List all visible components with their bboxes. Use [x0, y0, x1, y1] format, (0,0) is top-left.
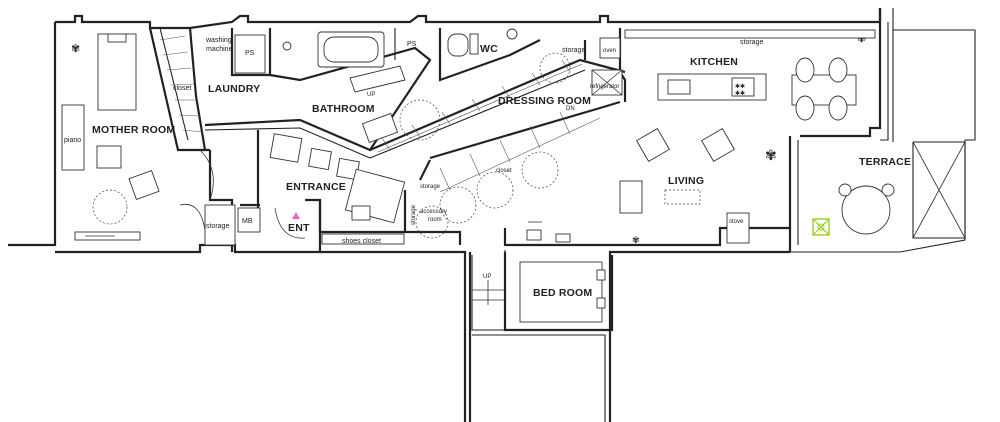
label-storage-top: storage: [740, 39, 763, 46]
svg-text:✾: ✾: [765, 147, 777, 163]
label-ps-right: PS: [407, 41, 417, 48]
label-up-stair: UP: [483, 274, 491, 280]
label-shoes-closet: shoes closet: [342, 238, 381, 245]
label-refrigerator: refrigerator: [590, 84, 619, 90]
label-closet-dressing: closet: [496, 168, 512, 174]
svg-text:✾: ✾: [632, 235, 640, 245]
label-mb: MB: [242, 218, 253, 225]
room-label-kitchen: KITCHEN: [690, 56, 738, 68]
label-storage-kitchen: storage: [562, 47, 585, 54]
label-storage-small: storage: [420, 184, 441, 190]
entry-marker: [292, 212, 300, 219]
label-oven: oven: [603, 48, 616, 54]
svg-text:✾: ✾: [71, 43, 80, 55]
svg-text:✱✱: ✱✱: [735, 83, 745, 90]
label-piano: piano: [64, 137, 81, 144]
label-accessory-1: accessory: [420, 209, 447, 215]
room-label-ent: ENT: [288, 222, 310, 234]
room-label-laundry: LAUNDRY: [208, 83, 260, 95]
svg-text:✾: ✾: [857, 33, 866, 45]
room-label-bathroom: BATHROOM: [312, 103, 375, 115]
room-labels: MOTHER ROOM LAUNDRY BATHROOM WC DRESSING…: [92, 43, 911, 299]
label-storage-vertical: storage: [411, 204, 417, 225]
label-washing-1: washing: [205, 37, 232, 44]
fixture-labels: washing machine PS PS storage storage ov…: [64, 37, 763, 280]
label-ps-left: PS: [245, 50, 255, 57]
label-up-bath: UP: [367, 92, 375, 98]
label-storage-entry: storage: [206, 223, 229, 230]
room-label-terrace: TERRACE: [859, 156, 911, 168]
room-label-living: LIVING: [668, 175, 704, 187]
svg-text:✱✱: ✱✱: [735, 90, 745, 97]
room-label-dressing: DRESSING ROOM: [498, 95, 591, 107]
label-accessory-2: room: [428, 217, 442, 223]
outer-walls: [8, 8, 976, 422]
label-washing-2: machine: [206, 46, 233, 53]
terrace-plant-icon: [812, 218, 830, 236]
room-label-mother: MOTHER ROOM: [92, 124, 175, 136]
label-closet-laundry: closet: [173, 85, 191, 92]
label-stove: stove: [729, 219, 744, 225]
room-label-bedroom: BED ROOM: [533, 287, 592, 299]
label-dn: DN: [566, 106, 575, 112]
furniture: ✾: [61, 28, 895, 323]
room-label-entrance: ENTRANCE: [286, 181, 346, 193]
room-label-wc: WC: [480, 43, 498, 55]
